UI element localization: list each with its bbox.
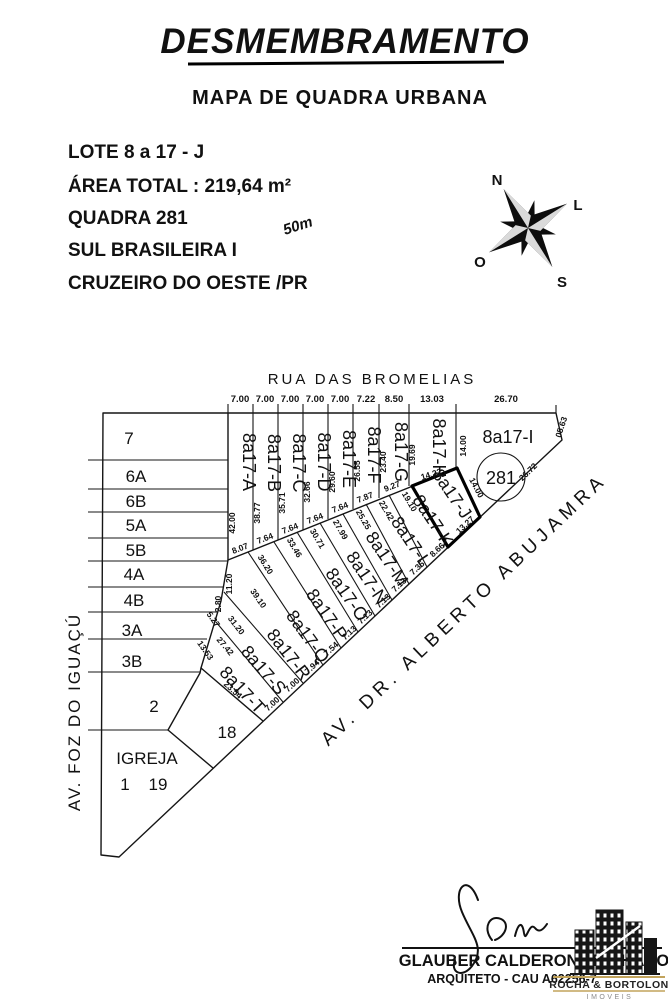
lot-label-8a17d: 8a17-D <box>314 432 334 491</box>
strip-divider-lines <box>252 413 457 550</box>
dim-side-3571: 35.71 <box>277 492 287 514</box>
dim-top-c: 7.00 <box>281 394 300 405</box>
dim-top-b: 7.00 <box>256 394 275 405</box>
dim-side-1969: 19.69 <box>407 444 417 466</box>
page-title: DESMEMBRAMENTO <box>160 22 529 61</box>
compass-south-label: S <box>557 274 567 291</box>
lot-label-8a17c: 8a17-C <box>289 433 309 492</box>
left-column-dividers <box>88 459 228 731</box>
lot-label-6a: 6A <box>126 467 147 486</box>
buildings-icon <box>570 909 660 975</box>
dim-side-3877: 38.77 <box>252 502 262 524</box>
quadra-number-circle <box>476 452 526 502</box>
dim-bottom-b: 7.64 <box>255 530 274 545</box>
handwritten-scale-note: 50m <box>281 213 315 238</box>
lot-label-19: 19 <box>149 775 168 794</box>
lot-label-1: 1 <box>120 775 129 794</box>
dim-top-g: 8.50 <box>385 394 404 405</box>
lot-label-3b: 3B <box>122 652 143 671</box>
logo-name: ROCHA & BORTOLON <box>549 979 668 991</box>
lot-label-8a17h: 8a17-H <box>429 418 449 477</box>
dim-bottom-c: 7.64 <box>280 520 299 535</box>
dim-top-h: 13.03 <box>420 394 444 405</box>
dim-rear-280: 2.80 <box>213 595 223 612</box>
lot18-boundary-lines <box>167 667 264 769</box>
page-subtitle: MAPA DE QUADRA URBANA <box>192 87 488 109</box>
lot-label-3a: 3A <box>122 621 143 640</box>
logo-subtitle: IMOVEIS <box>587 994 634 1000</box>
rear-boundary-line <box>167 412 229 731</box>
lot-label-18: 18 <box>218 723 237 742</box>
lot-label-8a17b: 8a17-B <box>264 434 284 492</box>
info-area-total: ÁREA TOTAL : 219,64 m² <box>68 175 291 197</box>
dim-top-i: 26.70 <box>494 394 518 405</box>
dim-top-d: 7.00 <box>306 394 325 405</box>
title-underline <box>187 60 505 66</box>
dim-diag-3910: 39.10 <box>248 587 269 610</box>
compass-north-label: N <box>492 172 503 189</box>
signature-scribble <box>452 884 548 974</box>
lot-j-subject-outline <box>410 466 482 549</box>
realtor-logo: ROCHA & BORTOLON IMOVEIS <box>549 909 668 1000</box>
dim-top-f: 7.22 <box>357 394 376 405</box>
compass-rose-icon <box>488 188 568 268</box>
compass-west-label: O <box>474 254 486 271</box>
lot-label-4b: 4B <box>124 591 145 610</box>
dim-top-e: 7.00 <box>331 394 350 405</box>
signature-role: ARQUITETO - CAU A62256-7 <box>427 972 597 986</box>
dim-i-left: 14.00 <box>458 435 468 457</box>
dim-side-2655: 26.55 <box>352 460 362 482</box>
dim-rear-1353: 13.53 <box>195 639 216 662</box>
dim-diag-3120: 31.20 <box>226 614 247 637</box>
dim-diag-2742: 27.42 <box>215 635 237 658</box>
compass-east-label: L <box>573 197 582 214</box>
top-tick-marks <box>227 404 557 413</box>
dim-diag-3620: 36.20 <box>256 553 276 577</box>
lot-label-5a: 5A <box>126 516 147 535</box>
quadra-number: 281 <box>486 468 516 488</box>
dim-bottom-d: 7.64 <box>305 510 324 525</box>
street-left-label: AV. FOZ DO IGUAÇÚ <box>65 613 84 811</box>
lot-label-8a17e: 8a17-E <box>339 430 359 488</box>
lot-label-8a17f: 8a17-F <box>364 426 384 483</box>
lot-label-8a17i: 8a17-I <box>482 427 533 447</box>
dim-top-a: 7.00 <box>231 394 250 405</box>
lot-label-2: 2 <box>149 697 158 716</box>
info-lote: LOTE 8 a 17 - J <box>68 142 204 163</box>
diagonal-divider-lines <box>215 494 428 703</box>
dim-corner-bevel: 05.63 <box>553 415 569 439</box>
lot-label-4a: 4A <box>124 565 145 584</box>
church-label: IGREJA <box>116 749 178 768</box>
dim-bottom-a: 8.07 <box>230 540 249 555</box>
lot-label-8a17g: 8a17-G <box>391 422 411 482</box>
lot-label-6b: 6B <box>126 492 147 511</box>
street-top-label: RUA DAS BROMELIAS <box>268 371 477 388</box>
dim-rear-1120: 11.20 <box>224 573 234 594</box>
info-cidade: CRUZEIRO DO OESTE /PR <box>68 273 308 294</box>
lot-label-7: 7 <box>124 429 133 448</box>
block-outline <box>100 412 563 858</box>
lot-label-8a17a: 8a17-A <box>239 433 259 491</box>
dim-side-42: 42.00 <box>227 512 237 534</box>
info-bairro: SUL BRASILEIRA I <box>68 240 237 261</box>
info-quadra: QUADRA 281 <box>68 208 188 229</box>
dim-side-2960: 29.60 <box>327 471 337 493</box>
lot-label-5b: 5B <box>126 541 147 560</box>
dim-side-3266: 32.66 <box>302 481 312 503</box>
dim-side-2340: 23.40 <box>378 451 388 473</box>
